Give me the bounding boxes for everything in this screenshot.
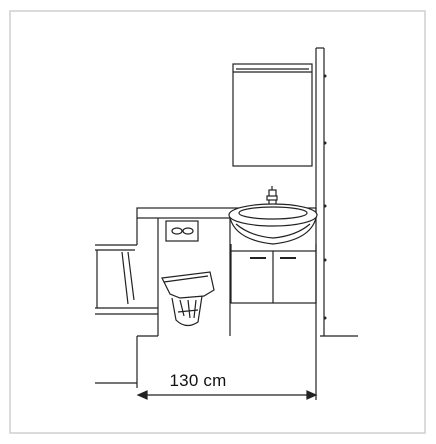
vanity-cabinet — [230, 244, 317, 304]
toilet-wall-box — [157, 218, 231, 336]
dimension-label: 130 cm — [169, 371, 227, 390]
bathtub — [95, 218, 158, 315]
wall-hung-toilet — [161, 271, 215, 327]
right-wall — [315, 47, 358, 337]
mirror-cabinet — [232, 63, 313, 167]
floor — [95, 335, 158, 388]
sink-basin — [228, 203, 318, 245]
dimension-line — [136, 336, 318, 400]
outer-frame — [9, 10, 426, 434]
